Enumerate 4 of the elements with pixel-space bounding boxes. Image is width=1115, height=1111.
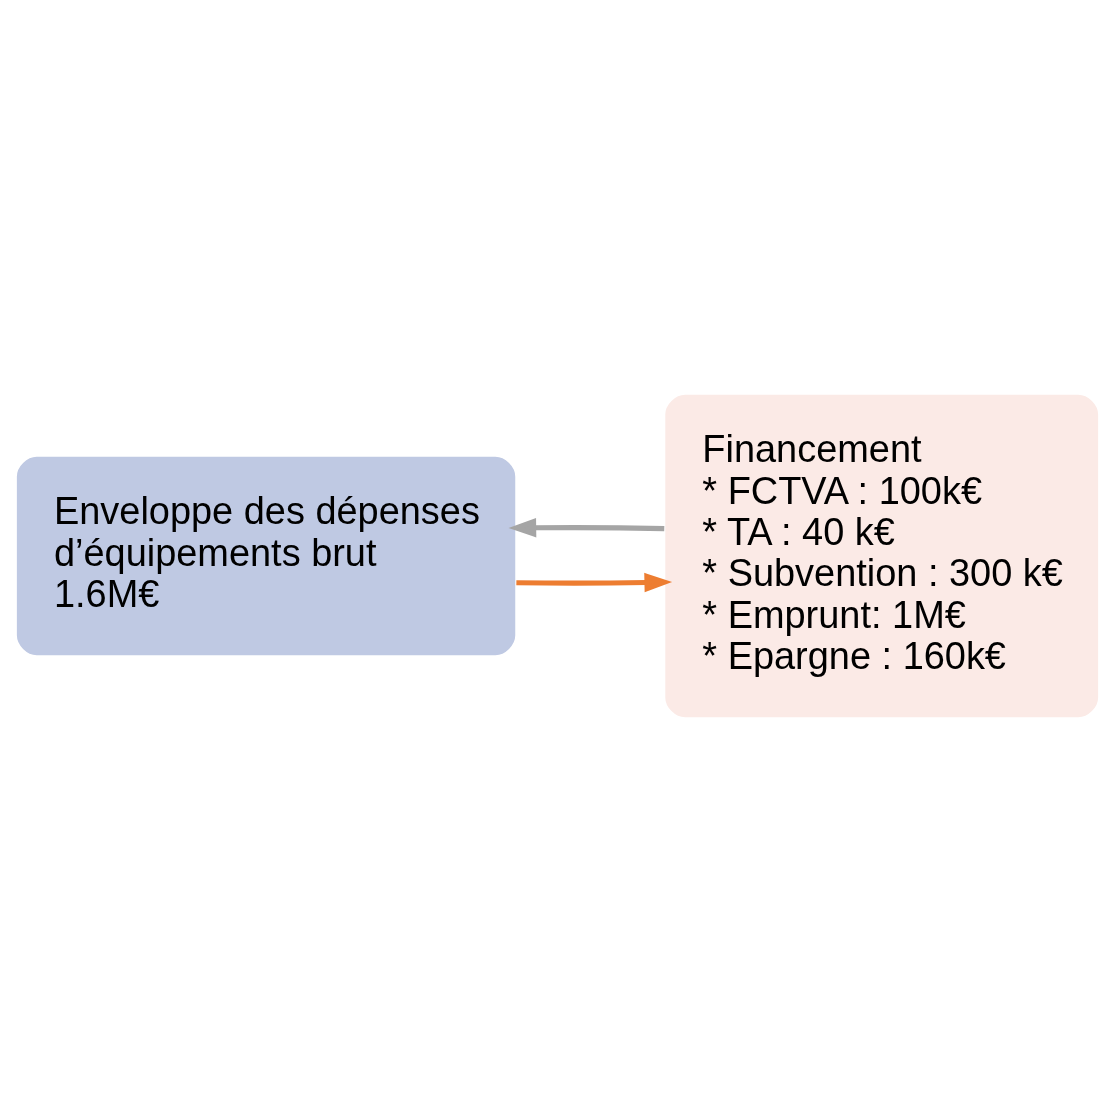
node-box: Enveloppe des dépenses d’équipements brut 1.6M€ xyxy=(15,454,517,657)
arrow xyxy=(516,572,673,592)
node-box: Financement * FCTVA : 100k€ * TA : 40 k€ * Subvention : 300 k€ * Emprunt: 1M€ * Epargne : 160k€ xyxy=(663,392,1100,719)
arrow xyxy=(508,517,665,537)
